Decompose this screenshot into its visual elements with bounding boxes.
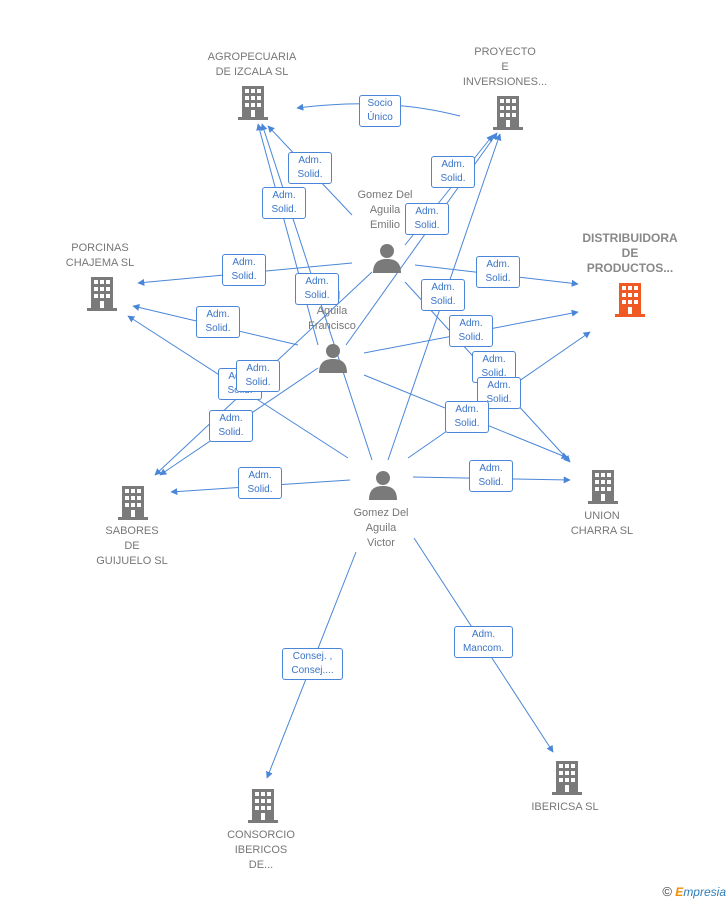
person-name-line: Gomez Del <box>353 507 409 519</box>
building-icon[interactable] <box>552 761 582 795</box>
person-name-line: Aguila <box>316 305 348 317</box>
brand-initial: E <box>675 885 684 899</box>
building-icon[interactable] <box>493 96 523 130</box>
edge-label-adm-solid[interactable]: Adm.Solid. <box>209 410 253 442</box>
company-name-line: GUIJUELO SL <box>96 555 168 567</box>
building-icon[interactable] <box>87 277 117 311</box>
building-icon[interactable] <box>248 789 278 823</box>
company-name-line: AGROPECUARIA <box>207 51 297 63</box>
company-name-line: CONSORCIO <box>227 829 295 841</box>
edge-label-adm-solid[interactable]: Adm.Solid. <box>222 254 266 286</box>
person-emilio[interactable]: Gomez Del Aguila Emilio <box>335 188 435 233</box>
company-name-line: DE IZCALA SL <box>215 66 289 78</box>
company-name-line: PRODUCTOS... <box>586 261 674 275</box>
company-name-line: UNION <box>584 510 620 522</box>
copyright-icon: © <box>662 884 672 899</box>
company-name-line: PROYECTO <box>474 46 536 58</box>
edge-label-adm-solid[interactable]: Adm.Solid. <box>449 315 493 347</box>
company-name-line: SABORES <box>105 525 159 537</box>
company-agropecuaria[interactable]: AGROPECUARIA DE IZCALA SL <box>196 50 308 80</box>
building-icon[interactable] <box>588 470 618 504</box>
edge-label-adm-solid[interactable]: Adm.Solid. <box>238 467 282 499</box>
company-name-line: IBERICSA SL <box>531 801 599 813</box>
company-consorcio[interactable]: CONSORCIO IBERICOS DE... <box>211 828 311 873</box>
edge-label-adm-solid[interactable]: Adm.Solid. <box>431 156 475 188</box>
edge-label-adm-solid[interactable]: Adm.Solid. <box>295 273 339 305</box>
edge-label-adm-solid[interactable]: Adm.Solid. <box>476 256 520 288</box>
company-ibericsa[interactable]: IBERICSA SL <box>515 800 615 815</box>
company-name-line: DE... <box>248 859 274 871</box>
edge-label-adm-solid[interactable]: Adm.Solid. <box>445 401 489 433</box>
brand-name: mpresia <box>683 885 726 899</box>
edge-label-adm-solid[interactable]: Adm.Solid. <box>405 203 449 235</box>
edge-label-adm-mancom[interactable]: Adm.Mancom. <box>454 626 513 658</box>
company-name-line: DISTRIBUIDORA <box>582 231 678 245</box>
company-distribuidora[interactable]: DISTRIBUIDORA DE PRODUCTOS... <box>570 231 690 276</box>
company-name-line: DE <box>621 246 639 260</box>
person-name-line: Aguila <box>369 204 401 216</box>
building-icon[interactable] <box>118 486 148 520</box>
company-name-line: CHARRA SL <box>570 525 634 537</box>
company-name-line: PORCINAS <box>71 242 129 254</box>
company-porcinas[interactable]: PORCINAS CHAJEMA SL <box>50 241 150 271</box>
person-name-line: Emilio <box>370 219 400 231</box>
company-name-line: IBERICOS <box>234 844 288 856</box>
company-name-line: E <box>501 61 509 73</box>
edge-label-adm-solid[interactable]: Adm.Solid. <box>288 152 332 184</box>
edge-label-adm-solid[interactable]: Adm.Solid. <box>469 460 513 492</box>
person-icon[interactable] <box>372 242 402 274</box>
person-name-line: Victor <box>367 537 395 549</box>
company-name-line: DE <box>124 540 140 552</box>
person-icon[interactable] <box>368 469 398 501</box>
person-name-line: Francisco <box>308 320 356 332</box>
edge-label-consej[interactable]: Consej. ,Consej.... <box>282 648 343 680</box>
company-union[interactable]: UNION CHARRA SL <box>552 509 652 539</box>
company-sabores[interactable]: SABORES DE GUIJUELO SL <box>82 524 182 569</box>
building-icon[interactable] <box>238 86 268 120</box>
person-icon[interactable] <box>318 342 348 374</box>
building-icon-highlight[interactable] <box>615 283 645 317</box>
person-name-line: Aguila <box>365 522 397 534</box>
company-proyecto[interactable]: PROYECTO E INVERSIONES... <box>455 45 555 90</box>
edge-label-adm-solid[interactable]: Adm.Solid. <box>196 306 240 338</box>
person-name-line: Gomez Del <box>357 189 413 201</box>
company-name-line: INVERSIONES... <box>462 76 548 88</box>
edge-label-adm-solid[interactable]: Adm.Solid. <box>421 279 465 311</box>
person-victor[interactable]: Gomez Del Aguila Victor <box>331 506 431 551</box>
edge-label-adm-solid[interactable]: Adm.Solid. <box>262 187 306 219</box>
edge-label-adm-solid[interactable]: Adm.Solid. <box>236 360 280 392</box>
company-name-line: CHAJEMA SL <box>65 257 135 269</box>
empresia-logo[interactable]: © Empresia <box>662 884 726 899</box>
